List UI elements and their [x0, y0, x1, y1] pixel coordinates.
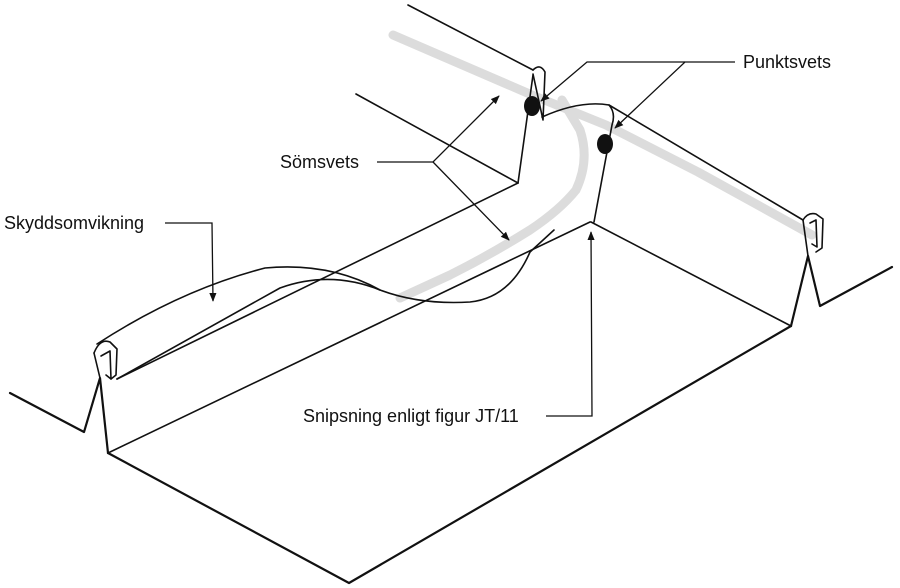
- leader-skyddsomvikning: [165, 222, 217, 302]
- raised-flap: [517, 66, 615, 223]
- leader-somsvets: [377, 95, 510, 241]
- left-standing-seam: [8, 340, 118, 455]
- label-snipsning: Snipsning enligt figur JT/11: [303, 406, 519, 426]
- leader-snipsning: [546, 231, 595, 417]
- leader-punktsvets: [540, 61, 735, 129]
- label-somsvets: Sömsvets: [280, 152, 359, 172]
- protective-fold: [96, 229, 555, 380]
- label-skyddsomvikning: Skyddsomvikning: [4, 213, 144, 233]
- seam-weld-band-upper: [388, 30, 817, 240]
- spot-weld-1: [524, 96, 540, 116]
- spot-weld-2: [597, 134, 613, 154]
- right-standing-seam: [789, 212, 894, 328]
- roof-panel-edges: [106, 4, 804, 585]
- seam-weld-band-lower: [395, 95, 589, 303]
- label-punktsvets: Punktsvets: [743, 52, 831, 72]
